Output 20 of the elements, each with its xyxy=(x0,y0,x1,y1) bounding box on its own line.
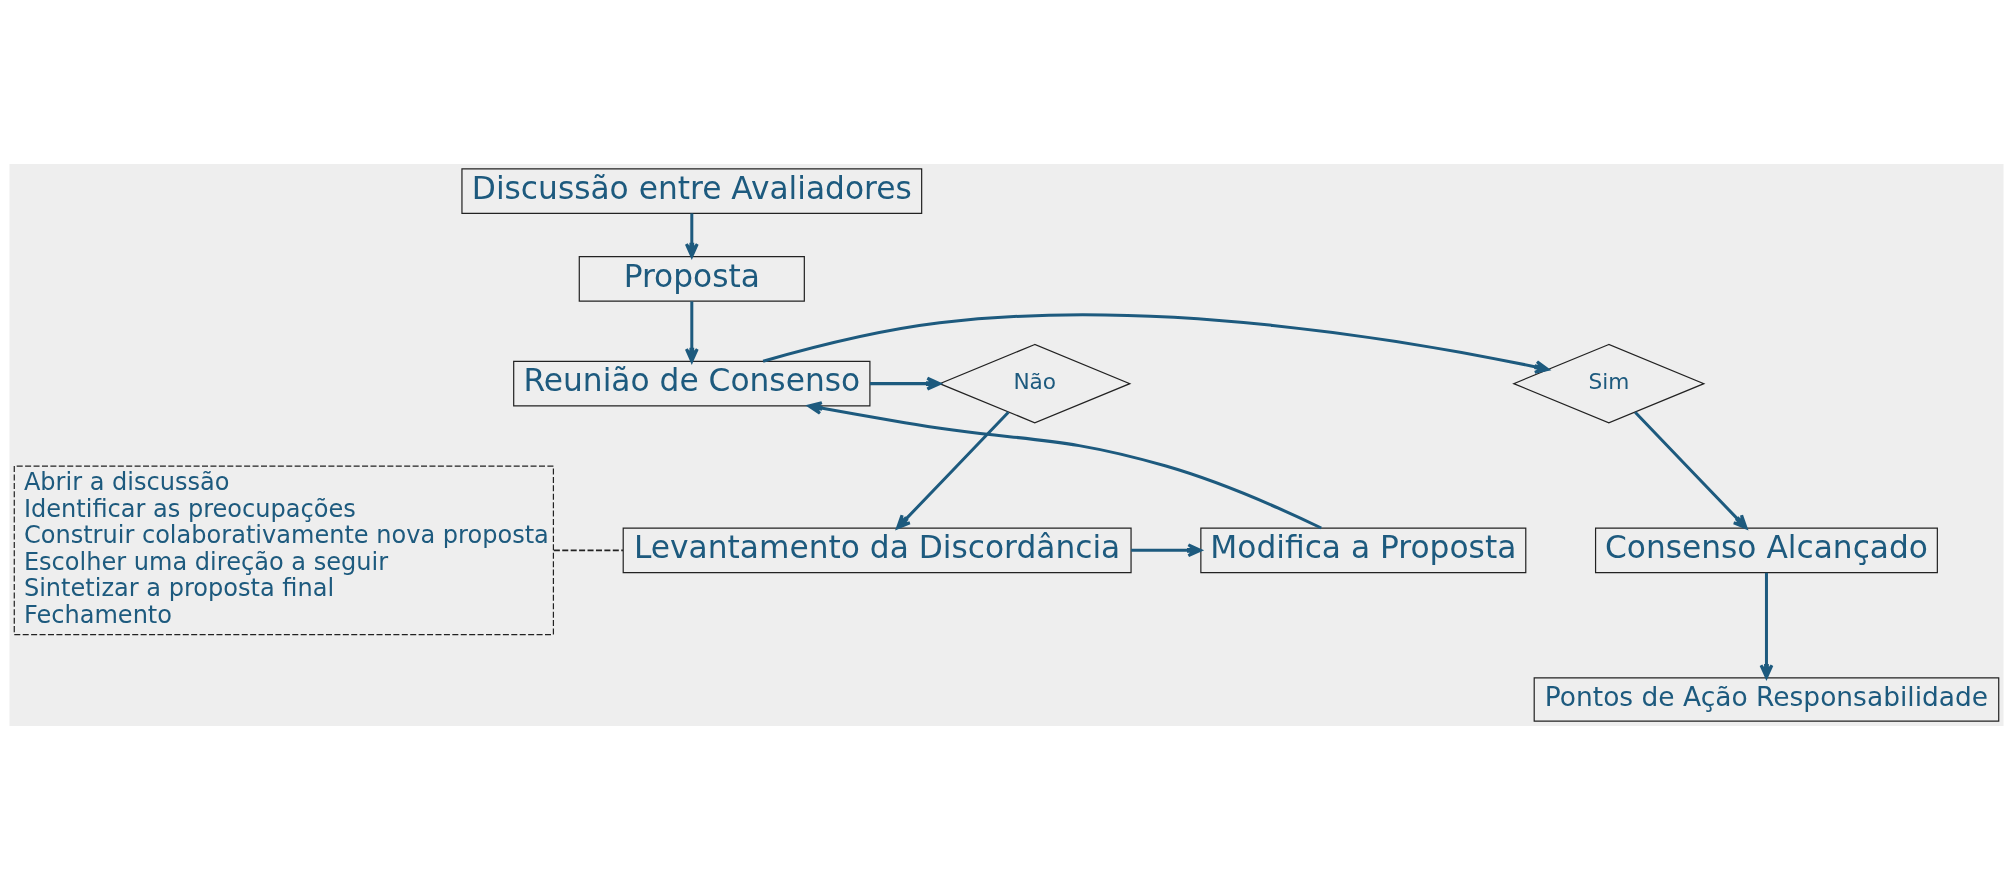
arrow xyxy=(807,401,1322,530)
arrow xyxy=(1634,411,1748,530)
node-diamond: Sim xyxy=(1512,343,1706,424)
node-box: Reunião de Consenso xyxy=(513,360,871,407)
node-box: Levantamento da Discordância xyxy=(622,527,1132,574)
node-box: Discussão entre Avaliadores xyxy=(461,168,923,214)
node-diamond: Não xyxy=(938,343,1132,424)
arrow xyxy=(1759,572,1774,679)
arrow xyxy=(762,313,1550,374)
arrow xyxy=(870,376,942,391)
node-box: Proposta xyxy=(578,256,805,302)
node-box: Abrir a discussão Identificar as preocupações Construir colaborativamente nova proposta Escolher uma direção a seguir Sintetizar a proposta final Fechamento xyxy=(13,465,554,636)
arrow xyxy=(896,411,1010,530)
node-box: Consenso Alcançado xyxy=(1595,527,1938,574)
arrow xyxy=(684,301,699,363)
node-box: Pontos de Ação Responsabilidade xyxy=(1533,677,2000,722)
connector xyxy=(552,549,624,552)
node-box: Modifica a Proposta xyxy=(1200,527,1527,574)
arrow xyxy=(1131,543,1203,558)
arrow xyxy=(684,213,699,258)
